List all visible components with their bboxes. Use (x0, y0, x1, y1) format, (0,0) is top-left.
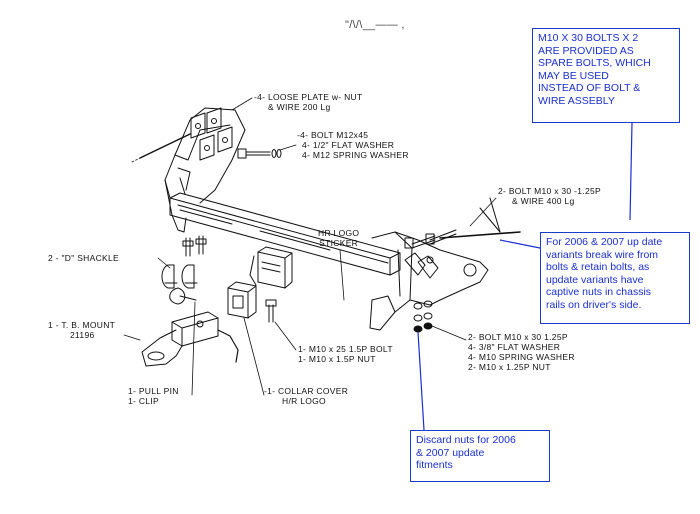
note-discard-nuts: Discard nuts for 2006 & 2007 update fitm… (410, 430, 550, 482)
crossbar (169, 192, 401, 276)
label-hr-logo-sticker: HR LOGO STICKER (318, 228, 360, 248)
pull-pin (169, 287, 197, 305)
collar-cover (227, 281, 257, 319)
label-collar-cover: -1- COLLAR COVER H/R LOGO (264, 386, 349, 406)
label-tb-mount: 1 - T. B. MOUNT 21196 (48, 320, 116, 340)
header-fragment: "/\/\__—— , (345, 19, 405, 31)
tow-ball-mount (141, 311, 239, 367)
receiver (249, 246, 293, 289)
note-pointer-discard (417, 331, 425, 431)
left-bracket (164, 107, 246, 233)
label-bolt-m12: -4- BOLT M12x45 4- 1/2" FLAT WASHER 4- M… (297, 130, 409, 160)
bolt-stack-left (182, 235, 207, 257)
leader-lines (123, 97, 497, 396)
note-update-variants: For 2006 & 2007 up date variants break w… (540, 232, 690, 324)
bolt-m12 (237, 148, 282, 159)
label-d-shackle: 2 - "D" SHACKLE (48, 253, 119, 263)
right-bracket (369, 231, 489, 331)
label-loose-plate: -4- LOOSE PLATE w- NUT & WIRE 200 Lg (254, 92, 363, 112)
label-m10-bolt: 1- M10 x 25 1.5P BOLT 1- M10 x 1.5P NUT (298, 344, 393, 364)
loose-plates (131, 107, 233, 163)
note-spare-bolts: M10 X 30 BOLTS X 2 ARE PROVIDED AS SPARE… (532, 28, 680, 123)
label-pull-pin: 1- PULL PIN 1- CLIP (128, 386, 179, 406)
bolt-m10-centre (265, 299, 277, 323)
note-pointer-spare (629, 122, 633, 221)
label-bolt-m10-set: 2- BOLT M10 x 30 1.25P 4- 3/8" FLAT WASH… (468, 332, 575, 372)
d-shackles (161, 264, 198, 289)
label-bolt-wire: 2- BOLT M10 x 30 -1.25P & WIRE 400 Lg (498, 186, 601, 206)
washer-stack-right (413, 300, 433, 333)
